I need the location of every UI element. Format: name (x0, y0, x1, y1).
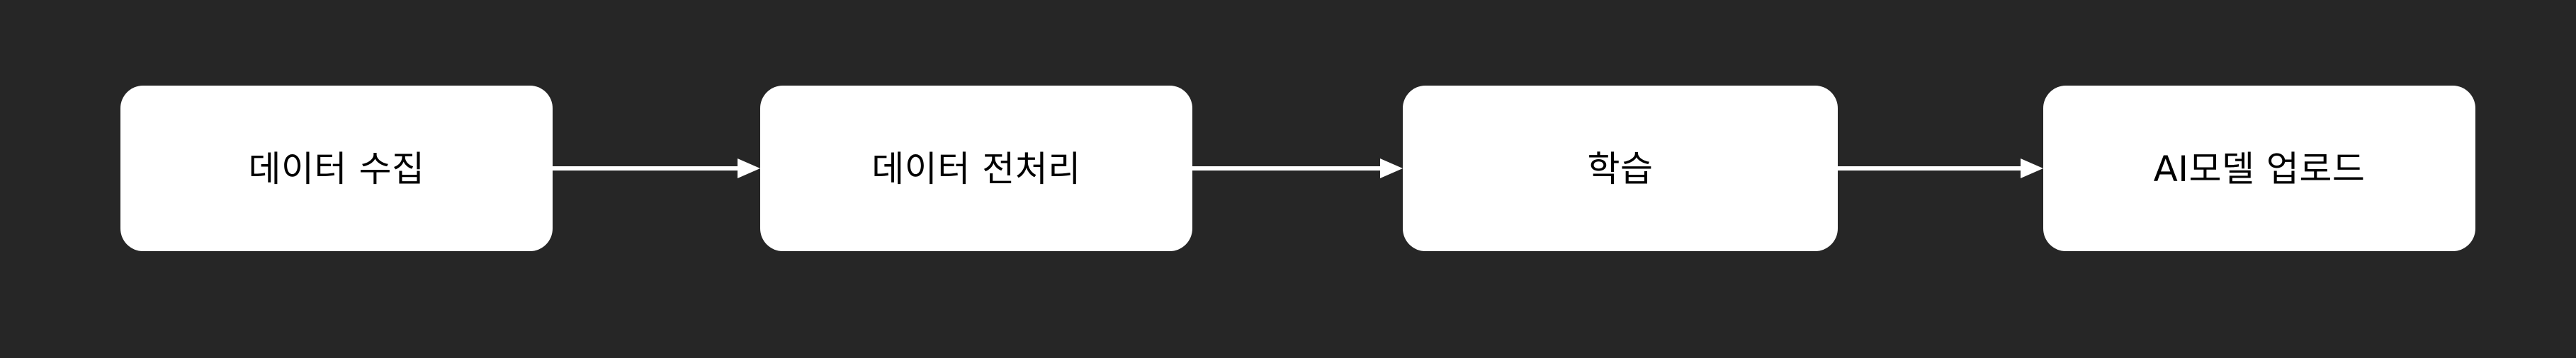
flow-edge-preprocess-to-train (1192, 158, 1403, 178)
flow-node-upload[interactable]: AI모델 업로드 (2043, 86, 2475, 251)
flow-node-train[interactable]: 학습 (1403, 86, 1838, 251)
arrow-right-icon (738, 158, 760, 178)
arrow-right-icon (1380, 158, 1403, 178)
flow-node-collect[interactable]: 데이터 수집 (120, 86, 553, 251)
flow-node-preprocess[interactable]: 데이터 전처리 (760, 86, 1192, 251)
flow-node-label: 데이터 수집 (248, 149, 425, 190)
flow-node-label: 학습 (1587, 149, 1654, 190)
flow-edge-train-to-upload (1838, 158, 2043, 178)
arrow-right-icon (2021, 158, 2043, 178)
flow-edge-collect-to-preprocess (553, 158, 760, 178)
flow-node-label: AI모델 업로드 (2153, 149, 2366, 190)
flow-node-label: 데이터 전처리 (871, 149, 1081, 190)
